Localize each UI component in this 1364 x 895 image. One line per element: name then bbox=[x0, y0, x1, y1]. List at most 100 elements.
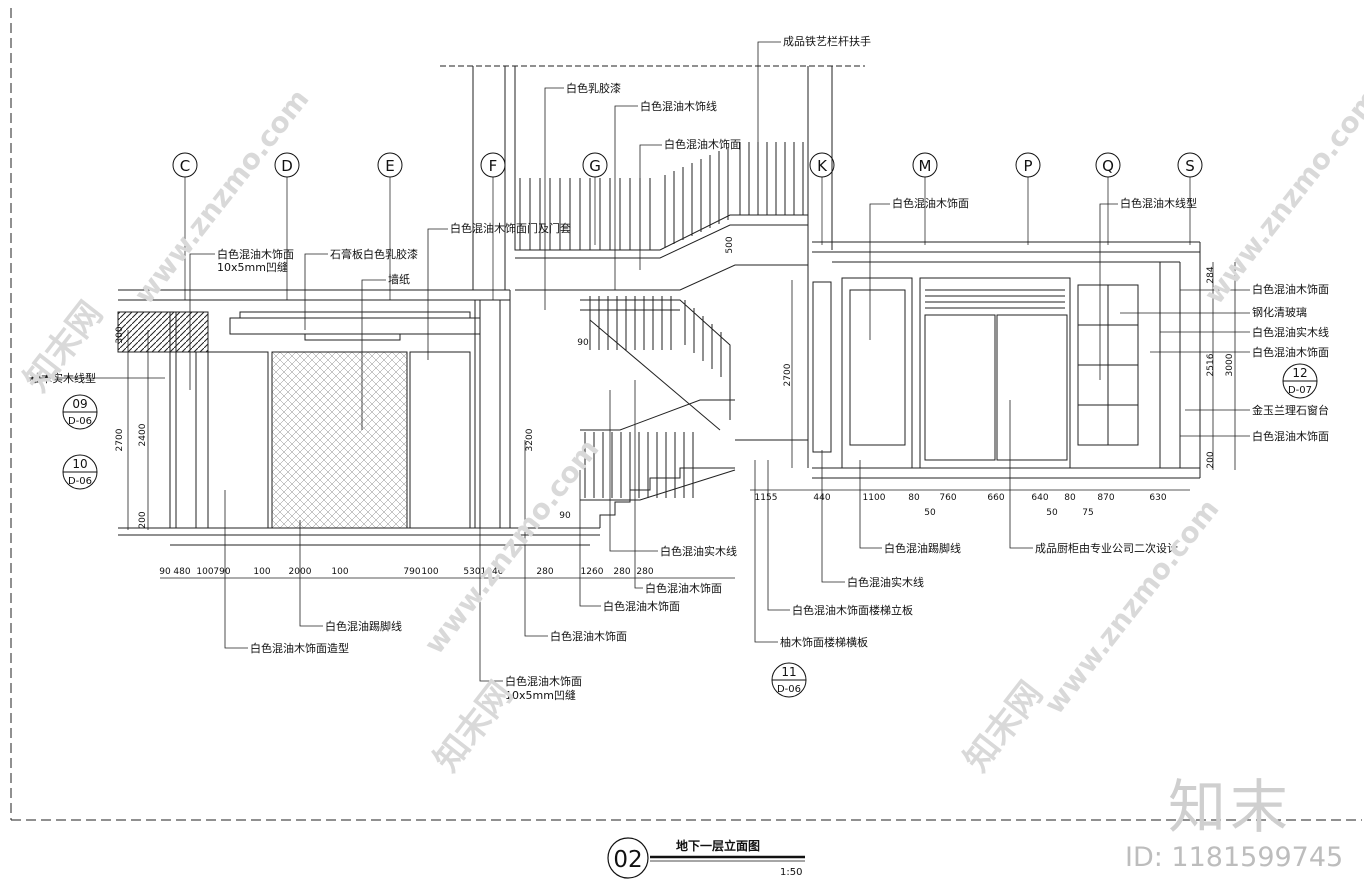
dimension-value: 790 bbox=[403, 567, 420, 577]
callout-label: 白色混油木饰面门及门套 bbox=[450, 221, 571, 235]
dimension-value: 640 bbox=[1031, 493, 1048, 503]
leader-line bbox=[304, 253, 328, 330]
grid-head-k: K bbox=[809, 152, 835, 245]
dimension-value: 2700 bbox=[783, 363, 793, 386]
callout-label: 白色混油木饰面 bbox=[217, 247, 294, 261]
dimension-value: 3200 bbox=[525, 428, 535, 451]
callout-label: 白色混油实木线 bbox=[660, 544, 737, 558]
callout-label: 白色混油木线型 bbox=[1120, 196, 1197, 210]
dimension-value: 2516 bbox=[1206, 353, 1216, 376]
section-mark-11: 11D-06 bbox=[771, 662, 807, 698]
leader-line bbox=[614, 105, 638, 290]
dimension-value: 300 bbox=[115, 326, 125, 343]
callout-label: 白色混油木饰线 bbox=[640, 99, 717, 113]
callout-label: 白色混油实木线 bbox=[847, 575, 924, 589]
dimension-value: 870 bbox=[1097, 493, 1114, 503]
callout-label: 成品铁艺栏杆扶手 bbox=[783, 34, 871, 48]
dimension-value: 200 bbox=[138, 511, 148, 528]
dimension-value: 2000 bbox=[289, 567, 312, 577]
dimension-value: 90 bbox=[577, 338, 589, 348]
drawing-frame bbox=[10, 8, 1362, 821]
leader-line bbox=[1099, 203, 1118, 380]
dimension-value: 100 bbox=[331, 567, 348, 577]
callout-label: 10x5mm凹缝 bbox=[505, 688, 576, 702]
grid-head-e: E bbox=[377, 152, 403, 300]
callout-label: 白色混油木饰面 bbox=[892, 196, 969, 210]
svg-text:F: F bbox=[489, 157, 498, 175]
leader-line bbox=[754, 460, 778, 643]
callout-label: 白色混油木饰面 bbox=[550, 629, 627, 643]
dimension-value: 100 bbox=[196, 567, 213, 577]
section-mark-09: 09D-06 bbox=[62, 394, 98, 430]
dimension-value: 280 bbox=[613, 567, 630, 577]
svg-text:10: 10 bbox=[72, 457, 87, 471]
svg-text:09: 09 bbox=[72, 397, 87, 411]
callout-label: 白色混油木饰面 bbox=[645, 581, 722, 595]
dimension-value: 1100 bbox=[863, 493, 886, 503]
dimension-value: 790 bbox=[213, 567, 230, 577]
svg-text:P: P bbox=[1023, 157, 1032, 175]
dimension-value: 660 bbox=[987, 493, 1004, 503]
dimension-value: 280 bbox=[636, 567, 653, 577]
dimension-value: 75 bbox=[1082, 508, 1093, 518]
leader-line bbox=[821, 450, 845, 583]
leader-line bbox=[859, 460, 882, 549]
callout-label: 柚木实木线型 bbox=[30, 371, 96, 385]
grid-head-m: M bbox=[912, 152, 938, 245]
leader-line bbox=[1009, 400, 1033, 549]
grid-head-p: P bbox=[1015, 152, 1041, 245]
svg-text:K: K bbox=[817, 157, 828, 175]
callout-label: 金玉兰理石窗台 bbox=[1252, 403, 1329, 417]
grid-head-g: G bbox=[582, 152, 608, 245]
callout-label: 白色混油木饰面 bbox=[505, 674, 582, 688]
wall-structure bbox=[117, 66, 1201, 546]
dimension-value: 50 bbox=[924, 508, 936, 518]
callout-label: 白色混油木饰面造型 bbox=[250, 641, 349, 655]
grid-head-f: F bbox=[480, 152, 506, 300]
leader-line bbox=[609, 390, 658, 552]
drawing-number: 02 bbox=[613, 847, 642, 873]
dimension-value: 530 bbox=[463, 567, 480, 577]
callout-label: 白色乳胶漆 bbox=[566, 81, 621, 95]
leader-line bbox=[224, 490, 248, 649]
svg-text:D-06: D-06 bbox=[68, 476, 92, 487]
callout-label: 石膏板白色乳胶漆 bbox=[330, 247, 418, 261]
callout-label: 白色混油木饰面楼梯立板 bbox=[792, 603, 913, 617]
svg-text:C: C bbox=[180, 157, 190, 175]
leader-line bbox=[299, 520, 323, 627]
callout-label: 白色混油实木线 bbox=[1252, 325, 1329, 339]
callout-label: 白色混油木饰面 bbox=[1252, 282, 1329, 296]
leader-line bbox=[479, 420, 503, 682]
dimension-value: 280 bbox=[536, 567, 553, 577]
dimension-value: 80 bbox=[908, 493, 920, 503]
svg-text:D: D bbox=[281, 157, 293, 175]
svg-text:11: 11 bbox=[781, 665, 796, 679]
dimension-value: 760 bbox=[939, 493, 956, 503]
leader-line bbox=[639, 144, 662, 270]
callout-labels: 成品铁艺栏杆扶手白色乳胶漆白色混油木饰线白色混油木饰面白色混油木饰面白色混油木线… bbox=[30, 34, 1329, 702]
drawing-title: 地下一层立面图 bbox=[676, 838, 760, 853]
svg-text:D-06: D-06 bbox=[777, 684, 801, 695]
leader-line bbox=[869, 203, 890, 340]
dimension-value: 90 bbox=[559, 511, 571, 521]
leader-line bbox=[427, 228, 448, 360]
dimension-value: 1155 bbox=[755, 493, 778, 503]
dimension-value: 1040 bbox=[481, 567, 504, 577]
dimension-lines bbox=[127, 262, 1236, 579]
svg-text:G: G bbox=[589, 157, 601, 175]
leader-line bbox=[634, 380, 643, 589]
drawing-scale: 1:50 bbox=[780, 867, 802, 878]
leader-line bbox=[524, 440, 548, 637]
dimension-value: 2400 bbox=[138, 423, 148, 446]
callout-label: 柚木饰面楼梯横板 bbox=[780, 635, 868, 649]
callout-label: 成品厨柜由专业公司二次设计 bbox=[1035, 541, 1178, 555]
svg-text:12: 12 bbox=[1292, 366, 1307, 380]
grid-head-d: D bbox=[274, 152, 300, 300]
dimension-value: 284 bbox=[1206, 266, 1216, 283]
dimension-value: 100 bbox=[421, 567, 438, 577]
svg-text:D-07: D-07 bbox=[1288, 385, 1312, 396]
